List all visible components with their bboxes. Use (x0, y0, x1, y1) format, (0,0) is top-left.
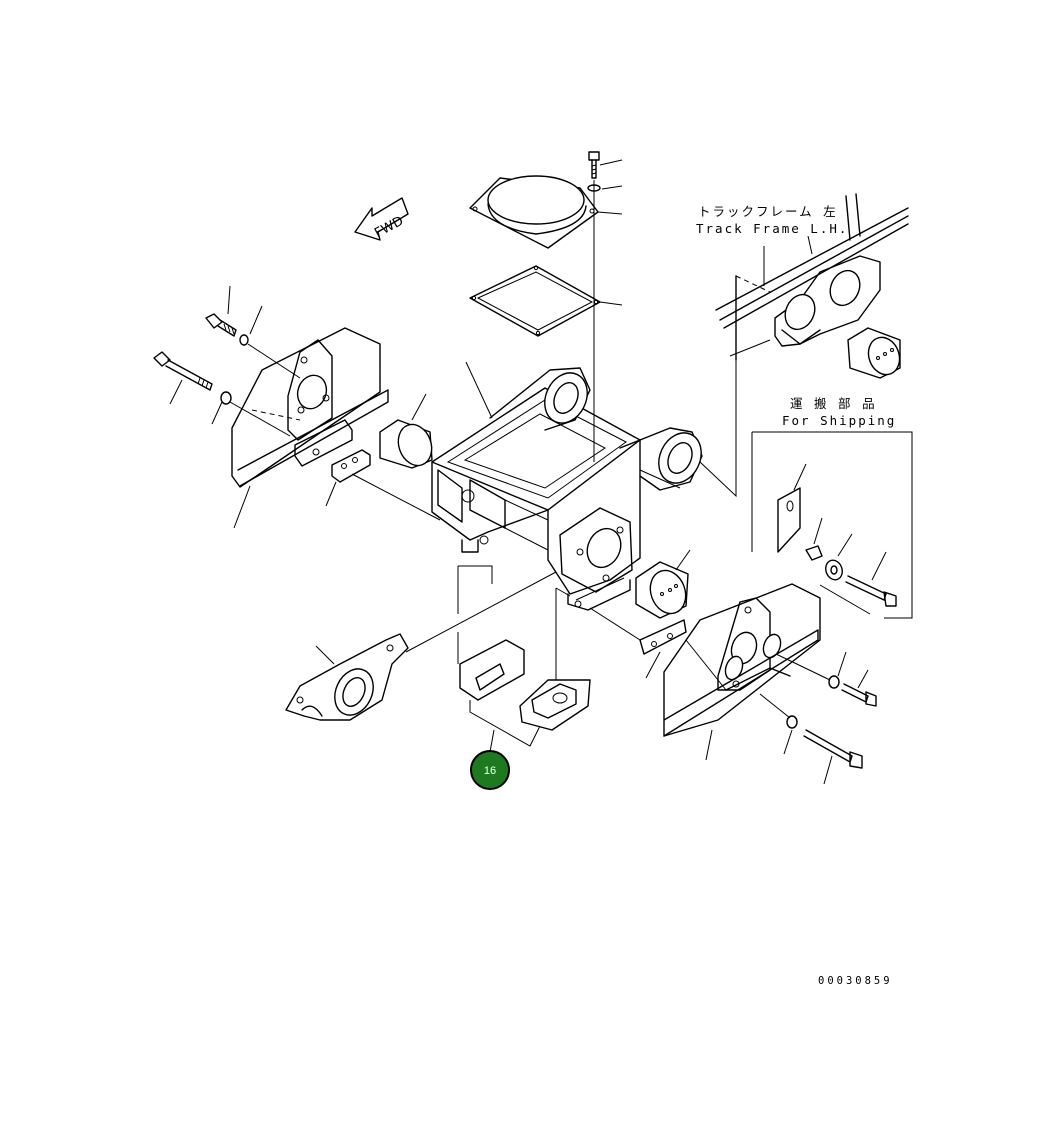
drawing-code: 00030859 (818, 975, 893, 987)
shipping-en-label: For Shipping (782, 413, 896, 428)
lower-link (285, 571, 557, 721)
callout-number: 16 (484, 765, 496, 777)
track-frame-lh (699, 193, 909, 498)
left-side-plate (153, 285, 441, 529)
track-frame-en-label: Track Frame L.H. (696, 221, 848, 236)
front-rubber-mount (635, 549, 691, 619)
shipping-parts-box (751, 431, 913, 619)
callout-16-button[interactable]: 16 (470, 750, 510, 790)
wear-blocks (457, 565, 591, 753)
fwd-label: FWD (372, 214, 406, 241)
left-rubber-mount (379, 393, 433, 469)
fwd-arrow-icon (354, 197, 409, 241)
main-frame (431, 361, 703, 611)
track-frame-jp-label: トラックフレーム 左 (698, 204, 838, 219)
right-side-plate (589, 583, 877, 785)
top-cover-assembly (469, 151, 623, 462)
shipping-jp-label: 運 搬 部 品 (790, 396, 877, 411)
